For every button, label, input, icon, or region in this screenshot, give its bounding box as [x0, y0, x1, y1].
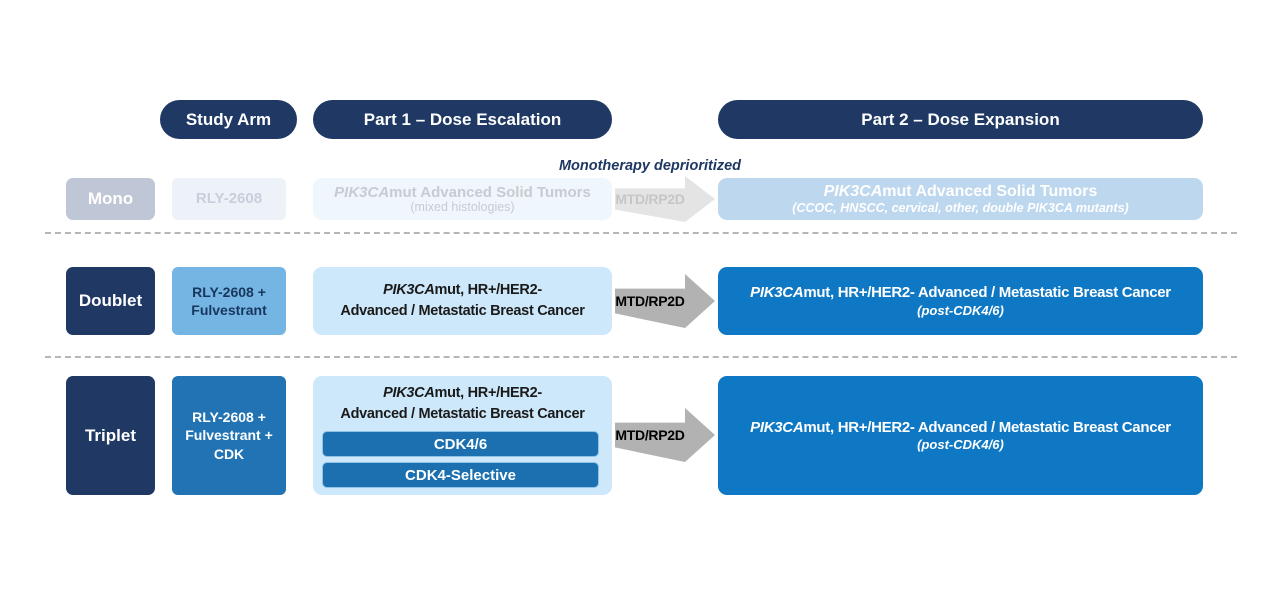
triplet-expansion-subtitle: (post-CDK4/6) [917, 437, 1004, 453]
doublet-escalation-title-line1: PIK3CAmut, HR+/HER2- [383, 281, 542, 298]
cdk4-6-label: CDK4/6 [433, 435, 488, 453]
monotherapy-deprioritized-note: Monotherapy deprioritized [558, 158, 742, 174]
doublet-escalation-title-line2: Advanced / Metastatic Breast Cancer [340, 303, 585, 319]
mono-arm-box: Mono [66, 178, 155, 220]
mono-drug-box: RLY-2608 [172, 178, 286, 220]
header-part1-dose-escalation: Part 1 – Dose Escalation [313, 100, 612, 139]
triplet-arm-label: Triplet [84, 425, 136, 445]
doublet-arm-box: Doublet [66, 267, 155, 335]
doublet-dose-escalation-box: PIK3CAmut, HR+/HER2- Advanced / Metastat… [313, 267, 612, 335]
row-separator-dashed-line [45, 232, 1237, 234]
triplet-escalation-title-line2: Advanced / Metastatic Breast Cancer [340, 406, 585, 423]
mono-arm-label: Mono [87, 189, 134, 208]
doublet-expansion-title: PIK3CAmut, HR+/HER2- Advanced / Metastat… [750, 284, 1171, 302]
header-part2-label: Part 2 – Dose Expansion [861, 109, 1060, 129]
cdk4-6-bar: CDK4/6 [322, 431, 599, 457]
cdk4-selective-label: CDK4-Selective [405, 466, 516, 484]
header-study-arm: Study Arm [160, 100, 297, 139]
mono-mtd-rp2d-arrow: MTD/RP2D [615, 176, 715, 222]
triplet-mtd-rp2d-arrow: MTD/RP2D [615, 408, 715, 462]
triplet-drug-box: RLY-2608 + Fulvestrant + CDK [172, 376, 286, 495]
mono-dose-escalation-box: PIK3CAmut Advanced Solid Tumors (mixed h… [313, 178, 612, 220]
doublet-arm-label: Doublet [78, 291, 143, 310]
mono-expansion-subtitle: (CCOC, HNSCC, cervical, other, double PI… [792, 201, 1129, 215]
triplet-arm-box: Triplet [66, 376, 155, 495]
mono-expansion-title: PIK3CAmut Advanced Solid Tumors [823, 182, 1098, 200]
doublet-dose-expansion-box: PIK3CAmut, HR+/HER2- Advanced / Metastat… [718, 267, 1203, 335]
mono-arrow-label: MTD/RP2D [615, 191, 685, 207]
doublet-drug-label: RLY-2608 + Fulvestrant [191, 283, 267, 318]
mono-dose-expansion-box: PIK3CAmut Advanced Solid Tumors (CCOC, H… [718, 178, 1203, 220]
header-part2-dose-expansion: Part 2 – Dose Expansion [718, 100, 1203, 139]
triplet-arrow-label: MTD/RP2D [615, 427, 685, 443]
mono-escalation-subtitle: (mixed histologies) [410, 199, 515, 214]
doublet-arrow-label: MTD/RP2D [615, 293, 685, 309]
doublet-drug-box: RLY-2608 + Fulvestrant [172, 267, 286, 335]
triplet-dose-expansion-box: PIK3CAmut, HR+/HER2- Advanced / Metastat… [718, 376, 1203, 495]
mono-escalation-title: PIK3CAmut Advanced Solid Tumors [334, 183, 591, 201]
doublet-mtd-rp2d-arrow: MTD/RP2D [615, 274, 715, 328]
row-separator-dashed-line [45, 356, 1237, 358]
mono-drug-label: RLY-2608 [195, 190, 263, 208]
cdk4-selective-bar: CDK4-Selective [322, 462, 599, 488]
header-study-arm-label: Study Arm [185, 109, 272, 129]
doublet-expansion-subtitle: (post-CDK4/6) [917, 302, 1004, 318]
triplet-drug-label: RLY-2608 + Fulvestrant + CDK [185, 409, 273, 462]
triplet-escalation-title-line1: PIK3CAmut, HR+/HER2- [383, 385, 542, 401]
triplet-expansion-title: PIK3CAmut, HR+/HER2- Advanced / Metastat… [750, 418, 1171, 436]
header-part1-label: Part 1 – Dose Escalation [363, 109, 562, 129]
